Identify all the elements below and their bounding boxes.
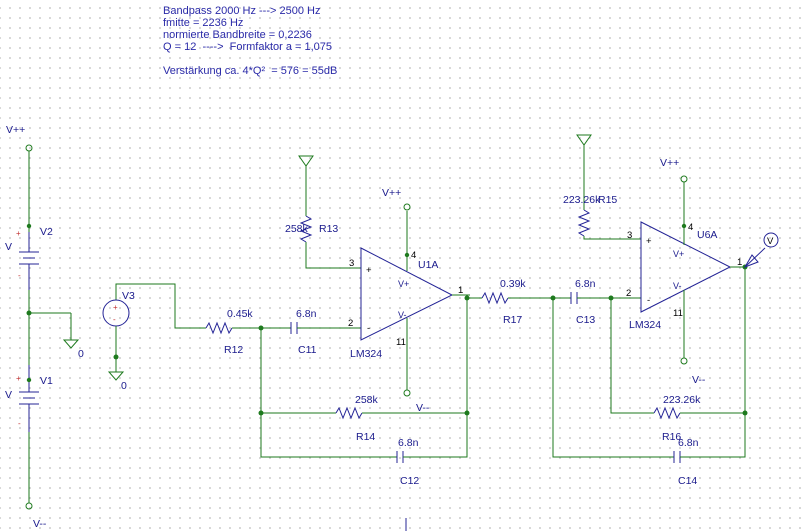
u6-plus: + bbox=[646, 236, 652, 247]
r15-value: 223.26k bbox=[563, 194, 601, 206]
u1-vpp-label: V++ bbox=[382, 187, 401, 199]
capacitor-c14[interactable] bbox=[673, 451, 684, 463]
voltage-probe[interactable] bbox=[743, 232, 779, 268]
r16-label: R16 bbox=[662, 431, 681, 443]
u1-vp: V+ bbox=[398, 279, 409, 289]
u6-pin3: 3 bbox=[627, 230, 632, 241]
v1-node-dot bbox=[26, 377, 32, 383]
r12-label: R12 bbox=[224, 344, 243, 356]
ground-v2-label: 0 bbox=[78, 348, 84, 360]
note-q-factor: Q = 12 ----> Formfaktor a = 1,075 bbox=[163, 41, 333, 53]
source-v3[interactable]: + - bbox=[102, 283, 200, 381]
u1-minus: - bbox=[367, 323, 370, 334]
r13-label: R13 bbox=[319, 223, 338, 235]
v2-plus: + bbox=[16, 229, 21, 238]
probe-label: V bbox=[767, 236, 774, 247]
u6-pin4: 4 bbox=[688, 222, 693, 233]
u6-pin11: 11 bbox=[673, 308, 683, 319]
vpp-left-label: V++ bbox=[6, 124, 25, 136]
battery-v1[interactable] bbox=[19, 365, 39, 432]
u1-pin4: 4 bbox=[411, 250, 416, 261]
v2-v-label: V bbox=[5, 241, 12, 253]
resistor-r16[interactable] bbox=[653, 406, 745, 420]
v1-plus: + bbox=[16, 374, 21, 383]
u1-part: LM324 bbox=[350, 348, 382, 360]
u1-pin11: 11 bbox=[396, 337, 406, 348]
v2-label: V2 bbox=[40, 226, 53, 238]
note-bandpass: Bandpass 2000 Hz ---> 2500 Hz bbox=[163, 5, 321, 17]
c14-value: 6.8n bbox=[678, 437, 699, 449]
v1-label: V1 bbox=[40, 375, 53, 387]
battery-v2[interactable] bbox=[19, 232, 39, 290]
c13-label: C13 bbox=[576, 314, 595, 326]
capacitor-c12[interactable] bbox=[396, 451, 407, 463]
u1-pin3: 3 bbox=[349, 258, 354, 269]
ground-v3-icon bbox=[107, 371, 125, 381]
c12-label: C12 bbox=[400, 475, 419, 487]
svg-text:+: + bbox=[113, 303, 118, 312]
v2-minus: - bbox=[18, 271, 21, 280]
u1-vmm-label: V-- bbox=[416, 402, 430, 414]
vmm-left-terminal[interactable] bbox=[25, 502, 33, 510]
capacitor-c11[interactable] bbox=[290, 322, 361, 334]
svg-text:-: - bbox=[113, 315, 116, 324]
c11-value: 6.8n bbox=[296, 308, 317, 320]
c11-label: C11 bbox=[298, 344, 317, 356]
resistor-r15[interactable] bbox=[576, 134, 641, 240]
u6-pin4-dot bbox=[681, 223, 687, 229]
v1-v-label: V bbox=[5, 389, 12, 401]
u1-vm: V- bbox=[398, 310, 407, 320]
v1-minus: - bbox=[18, 419, 21, 428]
u6-label: U6A bbox=[697, 229, 717, 241]
vmm-left-label: V-- bbox=[33, 518, 47, 530]
u6-vp: V+ bbox=[673, 249, 684, 259]
v3-label: V3 bbox=[122, 290, 135, 302]
opamp-u1a[interactable] bbox=[360, 211, 470, 390]
r15-label: R15 bbox=[598, 194, 617, 206]
u6-vmm-terminal[interactable] bbox=[680, 357, 688, 365]
note-bandwidth: normierte Bandbreite = 0,2236 bbox=[163, 29, 312, 41]
note-center-frequency: fmitte = 2236 Hz bbox=[163, 17, 244, 29]
resistor-r17[interactable] bbox=[467, 291, 571, 305]
u1-pin1: 1 bbox=[458, 285, 463, 296]
u6-pin1: 1 bbox=[737, 257, 742, 268]
ground-v3-label: 0 bbox=[121, 380, 127, 392]
r12-value: 0.45k bbox=[227, 308, 253, 320]
u6-pin2: 2 bbox=[626, 288, 631, 299]
u1-vmm-terminal[interactable] bbox=[403, 389, 411, 397]
r17-label: R17 bbox=[503, 314, 522, 326]
u6-vm: V- bbox=[673, 281, 682, 291]
u6-part: LM324 bbox=[629, 319, 661, 331]
opamp-u6a[interactable] bbox=[640, 182, 745, 358]
design-notes: Bandpass 2000 Hz ---> 2500 Hz fmitte = 2… bbox=[163, 5, 337, 77]
u1-label: U1A bbox=[418, 259, 438, 271]
c13-value: 6.8n bbox=[575, 278, 596, 290]
vpp-left-terminal[interactable] bbox=[25, 144, 33, 152]
resistor-r14[interactable] bbox=[261, 406, 467, 420]
u1-pin2: 2 bbox=[348, 318, 353, 329]
note-gain: Verstärkung ca. 4*Q² = 576 = 55dB bbox=[163, 65, 338, 77]
u1-pin4-dot bbox=[404, 252, 410, 258]
c14-label: C14 bbox=[678, 475, 697, 487]
u6-minus: - bbox=[647, 295, 650, 306]
u6-vpp-label: V++ bbox=[660, 157, 679, 169]
v2-node-dot bbox=[26, 223, 32, 229]
resistor-r13[interactable] bbox=[298, 155, 361, 269]
r13-value: 258k bbox=[285, 223, 309, 235]
supply-column: V++ V2 V + - 0 V1 V + bbox=[5, 124, 84, 530]
r17-value: 0.39k bbox=[500, 278, 526, 290]
u1-plus: + bbox=[366, 265, 372, 276]
u1-vpp-terminal[interactable] bbox=[403, 203, 411, 211]
resistor-r12[interactable] bbox=[200, 321, 291, 335]
c12-value: 6.8n bbox=[398, 437, 419, 449]
r14-value: 258k bbox=[355, 394, 379, 406]
ground-v2-icon bbox=[62, 339, 80, 349]
u6-vmm-label: V-- bbox=[692, 374, 706, 386]
r14-label: R14 bbox=[356, 431, 375, 443]
r16-value: 223.26k bbox=[663, 394, 701, 406]
u6-vpp-terminal[interactable] bbox=[680, 175, 688, 183]
